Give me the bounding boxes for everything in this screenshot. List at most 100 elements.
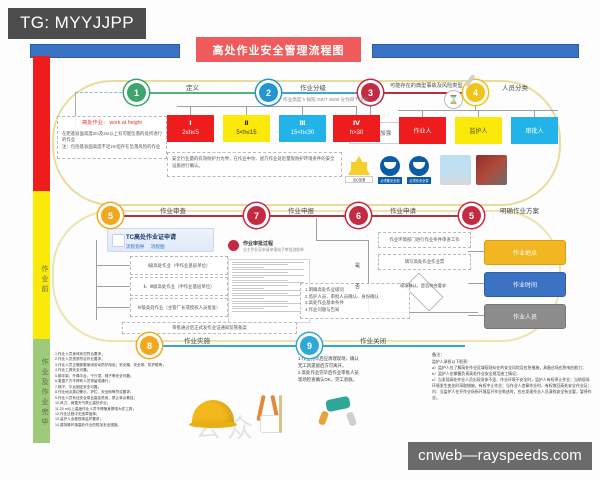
level-3-roman: Ⅲ: [299, 120, 306, 128]
level-4-roman: Ⅳ: [352, 120, 361, 128]
approval-link-top: [316, 240, 368, 241]
node-9-label: 作业关闭: [360, 338, 386, 345]
approval-decision-text: 现场确认，是否符合要求: [399, 283, 447, 288]
person-branch-3: [534, 110, 535, 117]
level-box-1[interactable]: Ⅰ 2≤h≤5: [167, 115, 214, 142]
person-box-worker[interactable]: 作业人: [399, 117, 446, 144]
link-1-to-2: [145, 92, 260, 94]
definition-box: 高处作业： work at height 在距基准面高度2m及2m以上有可能坠落…: [57, 116, 167, 159]
close-item-1: 1.作业完毕后应清理现场，确认: [298, 356, 359, 361]
link-3-to-4: [380, 92, 465, 94]
scheme-item-3: 3.高处作业基本条件: [305, 300, 344, 306]
close-item-2: 无工具遗留后方可离开。: [298, 363, 347, 369]
node-3-hazards[interactable]: 3: [361, 83, 380, 102]
grading-tree-bar: [177, 106, 357, 107]
node-3-label: 可能存在的典型事故及风险类型: [390, 83, 463, 89]
grading-branch-4: [356, 106, 357, 115]
approval-form-screenshot[interactable]: [228, 259, 310, 323]
sign-warning-label: 当心坠落: [345, 176, 373, 183]
ppe-harness: [253, 393, 289, 435]
person-box-supervisor[interactable]: 监护人: [455, 117, 502, 144]
approval-stem: [316, 218, 317, 240]
checklist-item-10: 10.风力、雨雪天气禁止高处作业；: [55, 401, 111, 406]
grading-branch-1: [190, 106, 191, 115]
node-4-personnel[interactable]: 4: [466, 83, 485, 102]
person-tree-stem: [475, 100, 476, 110]
site-watermark: cnweb—rayspeeds.com: [408, 442, 592, 470]
sign-helmet-label: 必须戴安全帽: [378, 177, 402, 184]
tc-link-chart[interactable]: 流程图: [150, 244, 165, 249]
tc-application-card[interactable]: TC高处作业证申请 流程指导 流程图: [107, 228, 214, 252]
tc-row-link-3: [96, 307, 130, 308]
node-7-declaration[interactable]: 7: [247, 206, 266, 225]
approval-step-2: 填写高处作业作业票: [378, 254, 471, 270]
result-link-2: [468, 283, 484, 284]
flow-arc-top: [52, 80, 561, 206]
link-8-to-9: [160, 345, 305, 347]
result-box-location[interactable]: 作业地点: [484, 240, 566, 265]
checklist-item-5: 5.脚手架、升降平台、千斤顶、梯子等安全可靠；: [55, 373, 134, 378]
hazard-note-text: 安全行业量的有效防护力为界，在作业中坎、屋乃作业处近量限防护环境条件的安全设施进…: [172, 156, 335, 168]
level-box-4[interactable]: Ⅳ h>30: [333, 115, 380, 142]
link-6-to-scheme: [368, 215, 462, 217]
node-8-execution[interactable]: 8: [140, 336, 159, 355]
tc-row-level1: Ⅰ级高处作业（申作业基层单位）: [130, 256, 228, 275]
apply-card-icon: [228, 240, 239, 251]
checklist-item-6: 6.垂直下方不得有人员停留或通行；: [55, 379, 112, 384]
ppe-lanyard: [317, 395, 364, 430]
tc-card-thumb: [112, 234, 125, 247]
grading-branch-3: [302, 106, 303, 115]
scheme-items-box: 1.明确高处作业级别 2.监护人员、审批人员确认、身份确认 3.高处作业基本条件…: [300, 283, 410, 319]
node-2-label: 作业分级: [300, 85, 326, 92]
tg-badge: TG: MYYJJPP: [8, 8, 146, 39]
close-item-4: 现场检查确认OK，完工验收。: [298, 377, 358, 383]
apply-process-card[interactable]: 作业审批过程 业主作业证申请申报电子审批流程单: [228, 240, 313, 253]
approval-tail-note: 审批通过后正式发作业证通知监管备案: [122, 322, 297, 334]
link-entry-vertical: [75, 92, 76, 137]
header-bar-left: [30, 44, 180, 58]
checklist-item-4: 4.作业工具安全可靠；: [55, 368, 91, 373]
node-2-grading[interactable]: 2: [259, 83, 278, 102]
node-1-definition[interactable]: 1: [127, 83, 146, 102]
worker-photo-1: [440, 155, 471, 185]
remark-item-c: c）当发现高处作业人员出现身体不适、作业环境不安全时，监护人有权停止作业；当地现…: [432, 376, 592, 388]
node-scheme[interactable]: 5: [462, 206, 481, 225]
level-box-3[interactable]: Ⅲ 15<h≤30: [279, 115, 326, 142]
node-9-close[interactable]: 9: [300, 336, 319, 355]
person-box-approver[interactable]: 审批人: [511, 117, 558, 144]
checklist-item-12: 12.作业过程中无违章指挥；: [55, 411, 100, 416]
phase-rail-green: [33, 339, 50, 443]
phase-label-before: 作业前: [41, 265, 48, 295]
link-entry-dashed: [75, 92, 127, 93]
definition-line-1: 在距基准面高度2m及2m以上有可能坠落的处所进行的作业: [62, 130, 163, 143]
tc-row-link-1: [96, 265, 130, 266]
apply-card-title: 作业审批过程: [243, 241, 274, 247]
remark-title: 备注：: [432, 352, 445, 357]
approval-step-1: 作业环境部门进行作业条件审查工作: [378, 232, 471, 248]
clip-icon: ⌛: [444, 90, 463, 109]
checklist-item-13: 13.监护人全程现场监护要求；: [55, 417, 104, 422]
remark-block: 备注： 监护人承担以下职责： a）监护人应了解高处作业区域现场存在的安全风险及应…: [432, 352, 592, 401]
header-bar-right: [372, 44, 579, 58]
result-box-time[interactable]: 作业时间: [484, 272, 566, 297]
node-6-application[interactable]: 6: [349, 206, 368, 225]
execution-checklist: 1.作业人员身体状况符合要求； 2.作业人员资质符合作业要求； 3.作业人员正确…: [55, 352, 166, 428]
level-4-range: h>30: [349, 129, 364, 136]
link-7-to-6: [266, 215, 352, 217]
node-5-review[interactable]: 5: [101, 206, 120, 225]
level-2-roman: Ⅱ: [244, 120, 249, 128]
result-box-personnel[interactable]: 作业人员: [484, 304, 566, 329]
apply-card-sub: 业主作业证申请申报电子审批流程单: [243, 248, 304, 252]
node-2-sublabel: 作业高度 h 按照 GB/T 3608 分为四个级别: [283, 97, 368, 102]
tc-card-links[interactable]: 流程指导 流程图: [126, 244, 209, 250]
tc-row-level23: Ⅱ、Ⅲ级高处作业（申作业基层单位）: [130, 277, 228, 296]
tc-link-guide[interactable]: 流程指导: [126, 244, 145, 249]
close-checklist: 1.作业完毕后应清理现场，确认 无工具遗留后方可离开。 2.高处作业完毕后作业审…: [298, 355, 359, 383]
checklist-item-2: 2.作业人员资质符合作业要求；: [55, 357, 105, 362]
node-8-label: 作业实施: [184, 338, 210, 345]
decision-yes-label: 是: [355, 263, 361, 269]
level-box-2[interactable]: Ⅱ 5<h≤15: [223, 115, 270, 142]
definition-line-2: 注：包括基准面高度不足2m但存在坠落风险的作业: [62, 144, 161, 150]
remark-item-b: b）监护人应掌握负责高处作业安全规范施工情况；: [432, 370, 520, 376]
